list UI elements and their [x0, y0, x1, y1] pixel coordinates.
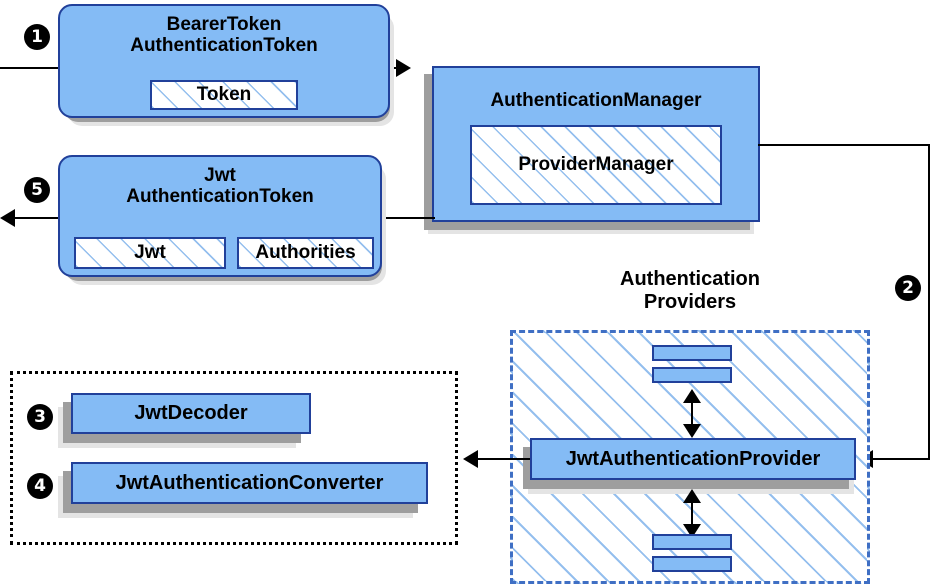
arrowhead-into-authentication-manager — [396, 59, 411, 77]
arrowhead-response-out — [0, 209, 15, 227]
connector-step2-top-segment — [758, 144, 930, 146]
jwt-authentication-converter-label: JwtAuthenticationConverter — [115, 471, 384, 494]
arrowhead-provider-bottom-up — [683, 489, 701, 503]
step-badge-5: 5 — [24, 177, 50, 203]
provider-placeholder-bar-1 — [652, 345, 732, 361]
connector-provider-top-stem — [691, 395, 693, 431]
provider-placeholder-bar-4 — [652, 556, 732, 572]
step-badge-2: 2 — [895, 275, 921, 301]
node-jwt-decoder[interactable]: JwtDecoder — [71, 393, 311, 434]
arrowhead-provider-top-down — [683, 424, 701, 438]
connector-step2-vertical-segment — [928, 144, 930, 460]
jwt-token-title-line2: AuthenticationToken — [126, 186, 314, 208]
inner-box-jwt: Jwt — [74, 237, 226, 269]
inner-box-provider-manager: ProviderManager — [470, 125, 722, 205]
inner-box-authorities-label: Authorities — [255, 242, 356, 263]
arrowhead-into-support-group — [463, 450, 478, 468]
inner-box-jwt-label: Jwt — [134, 242, 166, 263]
node-jwt-authentication-converter[interactable]: JwtAuthenticationConverter — [71, 462, 428, 504]
authentication-providers-label-line1: Authentication — [620, 268, 760, 290]
inner-box-provider-manager-label: ProviderManager — [518, 154, 674, 175]
bearer-token-title-line1: BearerToken — [166, 14, 282, 35]
inner-box-token: Token — [150, 80, 298, 110]
provider-placeholder-bar-2 — [652, 367, 732, 383]
step-badge-4: 4 — [27, 473, 53, 499]
inner-box-token-label: Token — [196, 84, 252, 105]
step-badge-3: 3 — [27, 404, 53, 430]
connector-provider-bottom-stem — [691, 495, 693, 531]
bearer-token-title-line2: AuthenticationToken — [130, 35, 318, 57]
jwt-decoder-label: JwtDecoder — [134, 402, 248, 425]
node-jwt-authentication-provider[interactable]: JwtAuthenticationProvider — [530, 438, 856, 480]
step-badge-1: 1 — [24, 24, 50, 50]
arrowhead-provider-top-up — [683, 389, 701, 403]
connector-provider-to-support-group — [478, 458, 530, 460]
authentication-manager-title: AuthenticationManager — [490, 90, 702, 111]
jwt-support-group — [10, 371, 458, 545]
authentication-providers-label-line2: Providers — [643, 291, 737, 313]
inner-box-authorities: Authorities — [237, 237, 374, 269]
jwt-authentication-provider-label: JwtAuthenticationProvider — [565, 447, 821, 470]
provider-placeholder-bar-3 — [652, 534, 732, 550]
connector-step2-bottom-segment — [872, 458, 930, 460]
node-bearer-token-authentication-token[interactable]: BearerToken AuthenticationToken — [58, 4, 390, 118]
jwt-token-title-line1: Jwt — [204, 165, 236, 186]
authentication-providers-label: Authentication Providers — [560, 268, 820, 314]
